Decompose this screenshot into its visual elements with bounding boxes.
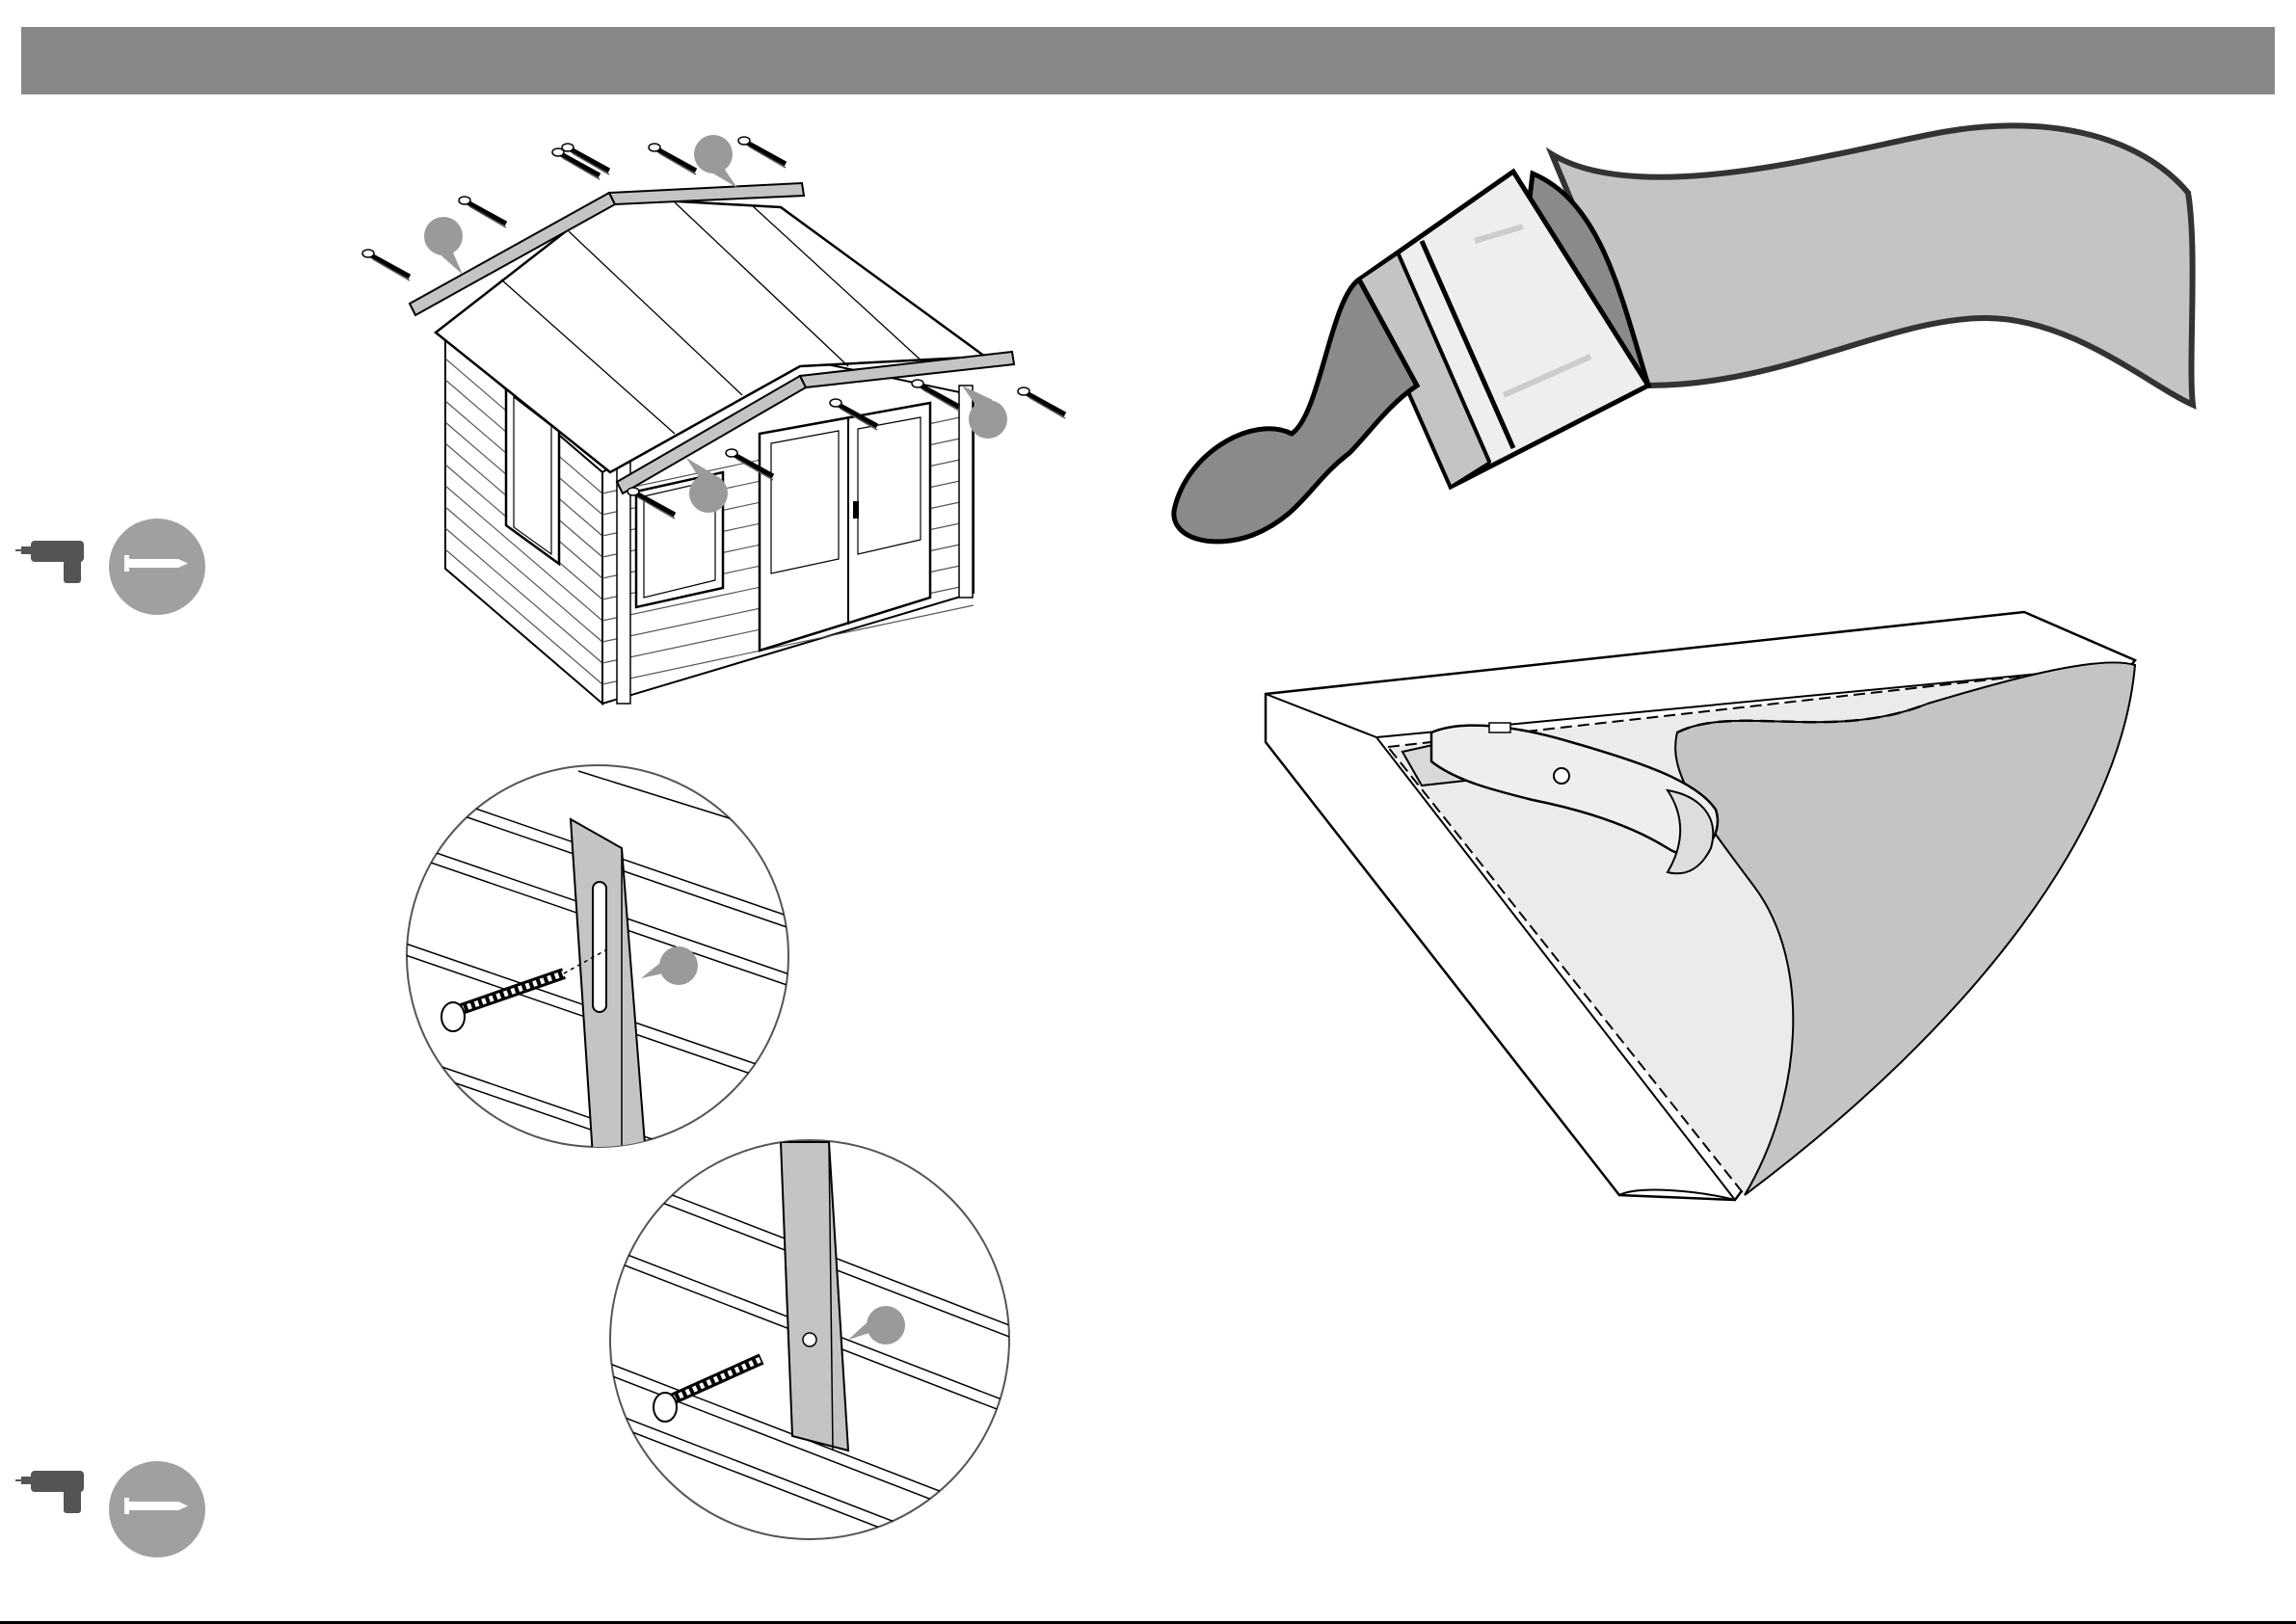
zoom-drilled-batten xyxy=(598,1140,1022,1583)
step1-tools xyxy=(15,519,205,615)
step3-tools xyxy=(15,1461,205,1557)
knife-trimming-felt xyxy=(1266,612,2135,1200)
drill-icon xyxy=(15,541,84,583)
drill-icon xyxy=(15,1471,84,1513)
cabin-illustration xyxy=(362,135,1065,704)
paint-brush-icon xyxy=(1174,125,2193,542)
zoom-slotted-batten xyxy=(366,765,829,1211)
